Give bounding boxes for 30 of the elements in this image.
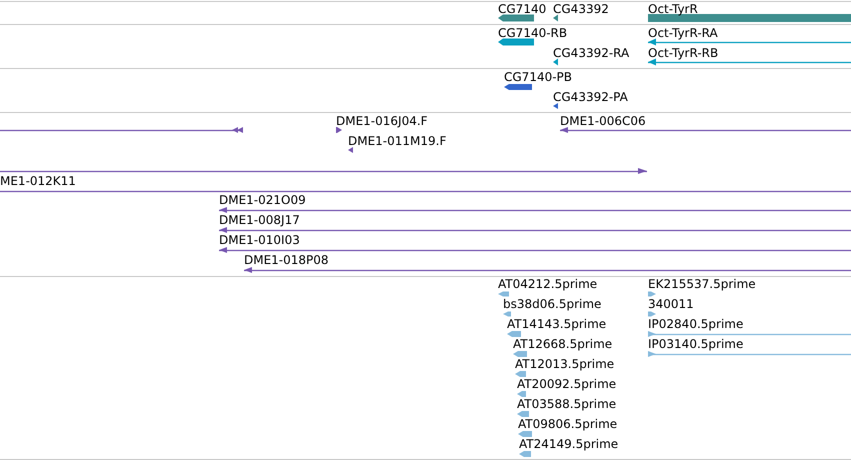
feature-label: ME1-012K11 — [0, 174, 76, 188]
feature-label: Oct-TyrR — [648, 2, 698, 16]
feature-label: AT04212.5prime — [498, 277, 598, 291]
feature-label: Oct-TyrR-RB — [648, 46, 718, 60]
feature-label: DME1-008J17 — [219, 213, 300, 227]
feature-label: DME1-021O09 — [219, 193, 306, 207]
feature-label: IP02840.5prime — [648, 317, 744, 331]
feature-label: EK215537.5prime — [648, 277, 756, 291]
feature-label: DME1-018P08 — [244, 253, 329, 267]
feature-label: CG7140 — [498, 2, 546, 16]
feature-label: CG7140-PB — [504, 70, 572, 84]
feature-label: AT12013.5prime — [515, 357, 614, 371]
feature-label: AT03588.5prime — [517, 397, 616, 411]
feature-label: AT20092.5prime — [517, 377, 616, 391]
feature-label: IP03140.5prime — [648, 337, 744, 351]
feature-label: DME1-011M19.F — [348, 134, 446, 148]
feature-label: CG43392-RA — [553, 46, 630, 60]
feature-label: AT12668.5prime — [513, 337, 612, 351]
feature-label: CG7140-RB — [498, 26, 568, 40]
feature-label: AT09806.5prime — [518, 417, 618, 431]
feature-label: DME1-016J04.F — [336, 114, 428, 128]
feature-label: AT24149.5prime — [519, 437, 618, 451]
feature-label: AT14143.5prime — [507, 317, 606, 331]
feature-label: CG43392 — [553, 2, 609, 16]
feature-label: CG43392-PA — [553, 90, 628, 104]
feature-label: DME1-006C06 — [560, 114, 646, 128]
feature-label: Oct-TyrR-RA — [648, 26, 718, 40]
feature-label: DME1-010I03 — [219, 233, 300, 247]
feature-label: 340011 — [648, 297, 694, 311]
feature-label: bs38d06.5prime — [503, 297, 602, 311]
